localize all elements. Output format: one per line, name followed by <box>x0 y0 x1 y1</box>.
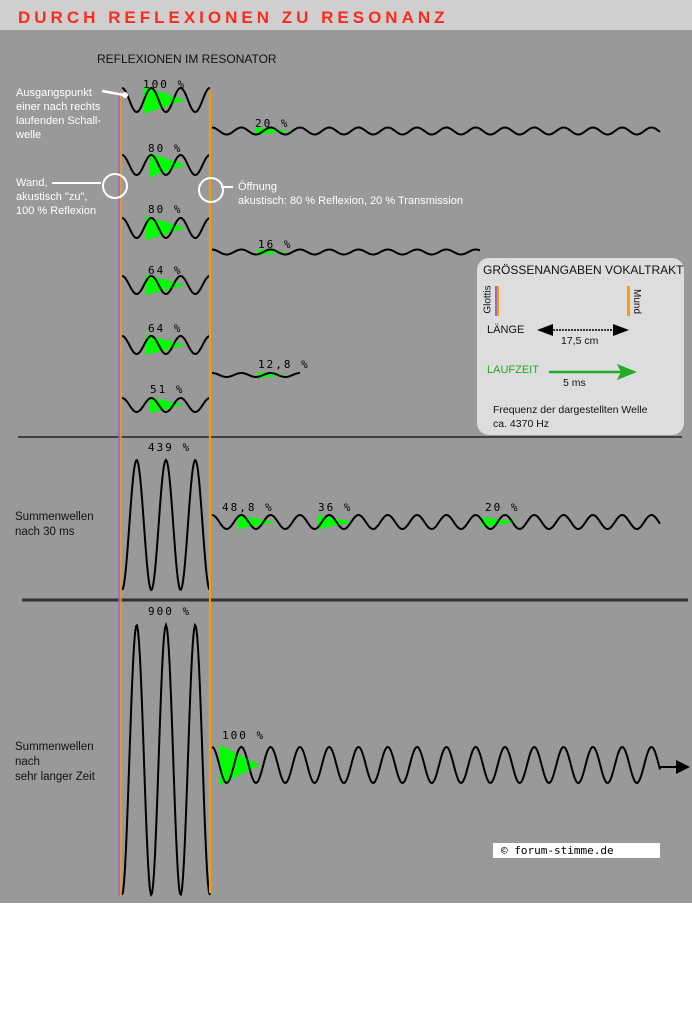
wave-r1 <box>121 86 211 114</box>
wall-circle <box>102 173 128 199</box>
pct-t5: 12,8 % <box>258 358 310 371</box>
pct-r2: 80 % <box>148 142 183 155</box>
wave-highlight-11 <box>482 517 518 527</box>
pct-s30-c: 20 % <box>485 501 520 514</box>
wave-highlight-6 <box>255 127 291 135</box>
wave-r5 <box>121 334 211 356</box>
time-label: LAUFZEIT <box>487 364 539 376</box>
pct-r1: 100 % <box>143 78 187 91</box>
diagram-panel <box>0 0 692 903</box>
box-arrows <box>537 324 637 380</box>
wave-diagram <box>18 86 690 897</box>
start-pointer <box>101 89 125 97</box>
glottis-marker <box>495 286 499 316</box>
length-value: 17,5 cm <box>561 335 599 347</box>
pct-r3: 80 % <box>148 203 183 216</box>
pct-r6: 51 % <box>150 383 185 396</box>
length-arrow-left-head <box>537 324 553 336</box>
wave-r6 <box>121 396 211 414</box>
section-title: REFLEXIONEN IM RESONATOR <box>97 52 277 66</box>
copyright: © forum-stimme.de <box>493 843 660 858</box>
start-point-dot <box>122 92 128 98</box>
pct-slong-out: 100 % <box>222 729 266 742</box>
pct-t1: 20 % <box>255 117 290 130</box>
length-arrow-right-head <box>613 324 629 336</box>
wave-highlight-12 <box>220 745 260 785</box>
box-title: GRÖSSENANGABEN VOKALTRAKT <box>483 263 684 277</box>
title-bar <box>0 0 692 30</box>
wave-t5 <box>212 372 300 378</box>
wave-r3 <box>121 216 211 240</box>
wave-r2 <box>121 153 211 177</box>
sum-wave-long-out <box>211 745 661 785</box>
pct-s30-a: 48,8 % <box>222 501 274 514</box>
wave-highlight-9 <box>238 515 276 529</box>
time-arrow-head <box>617 364 637 380</box>
vocal-tract-dimensions-box: GRÖSSENANGABEN VOKALTRAKT Glottis Mund L… <box>477 258 684 435</box>
opening-circle <box>198 177 224 203</box>
output-arrow-head <box>676 760 690 774</box>
wave-highlight-1 <box>150 153 186 177</box>
pct-s30-in: 439 % <box>148 441 192 454</box>
pct-t3: 16 % <box>258 238 293 251</box>
wave-highlight-5 <box>150 397 184 413</box>
wave-highlight-4 <box>146 335 186 355</box>
time-value: 5 ms <box>563 377 586 389</box>
pct-r5: 64 % <box>148 322 183 335</box>
pct-r4: 64 % <box>148 264 183 277</box>
pct-s30-b: 36 % <box>318 501 353 514</box>
sum-wave-30ms-out <box>211 513 661 531</box>
length-label: LÄNGE <box>487 324 525 336</box>
wave-r4 <box>121 274 211 296</box>
wave-t3 <box>211 248 481 256</box>
wave-highlight-3 <box>146 275 186 295</box>
wave-highlight-2 <box>146 216 186 240</box>
wave-t1 <box>211 126 661 136</box>
sum-wave-long <box>121 621 211 897</box>
sum-wave-30ms <box>121 458 211 592</box>
mouth-marker <box>627 286 630 316</box>
wave-highlight-0 <box>143 86 185 114</box>
label-wall: Wand,akustisch "zu",100 % Reflexion <box>16 177 97 217</box>
pct-slong-in: 900 % <box>148 605 192 618</box>
page-title: DURCH REFLEXIONEN ZU RESONANZ <box>18 8 449 27</box>
